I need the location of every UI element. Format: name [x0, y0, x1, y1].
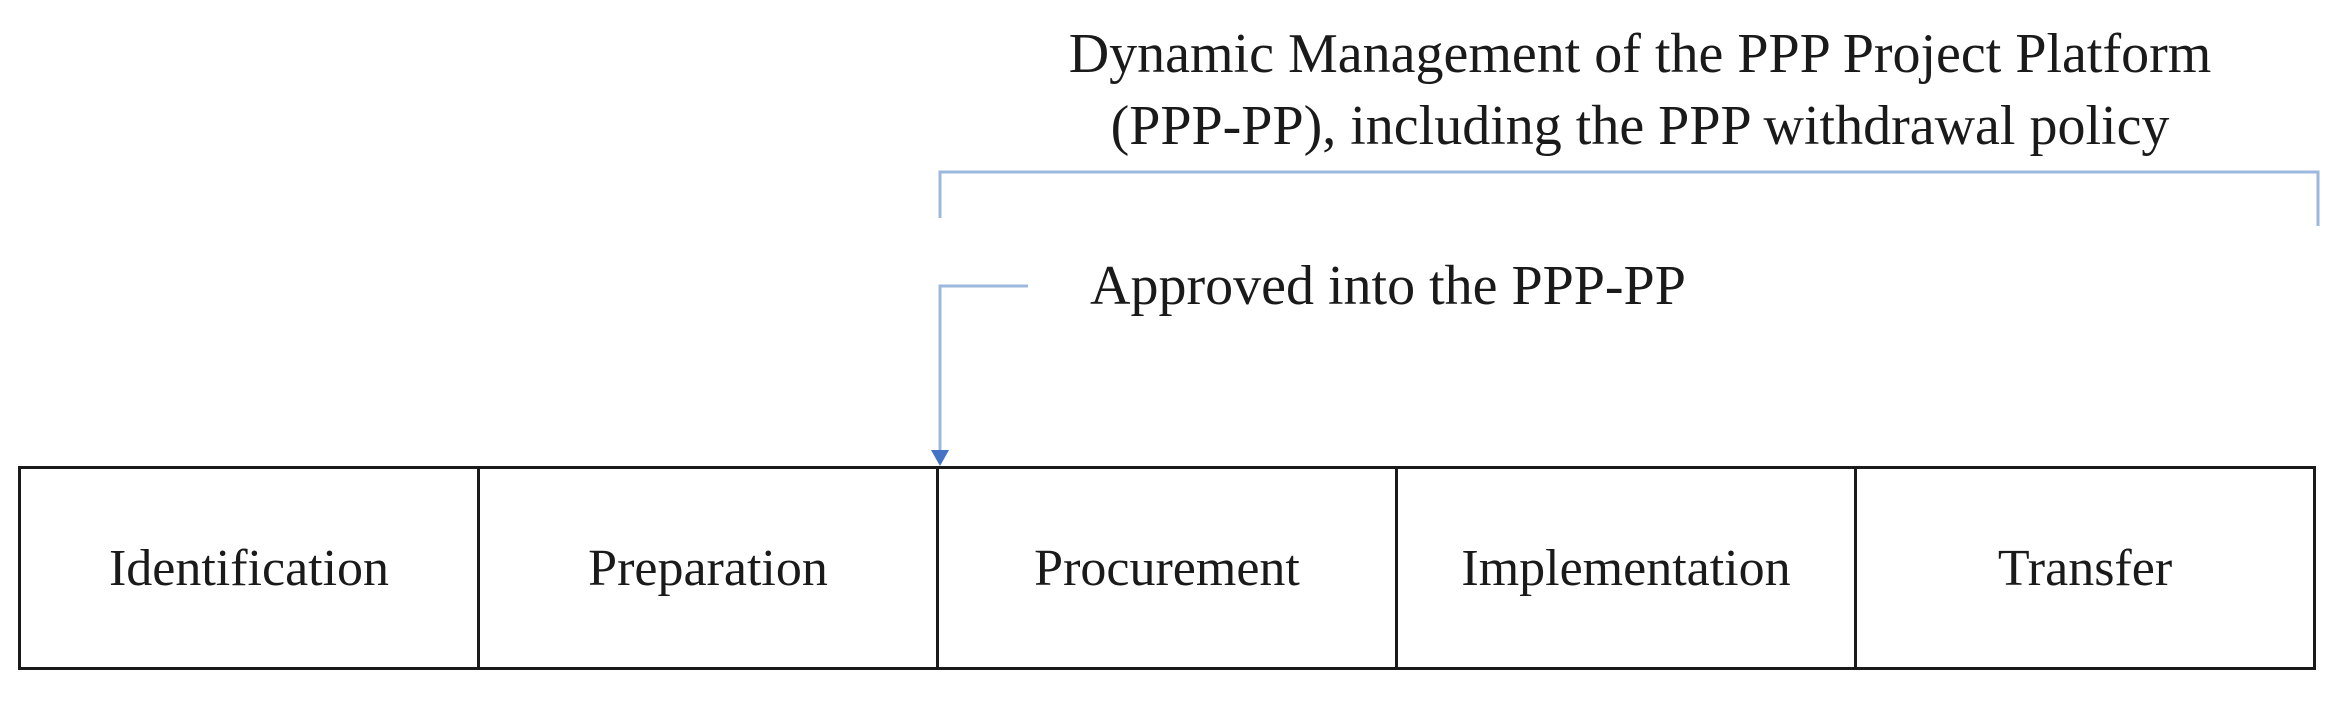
stage-preparation: Preparation: [480, 469, 939, 667]
platform-label-line-2: (PPP-PP), including the PPP withdrawal p…: [1110, 95, 2170, 157]
stage-procurement: Procurement: [939, 469, 1398, 667]
stage-transfer: Transfer: [1997, 539, 2173, 597]
approved-label: Approved into the PPP-PP: [1090, 255, 1686, 317]
platform-label-line-1: Dynamic Management of the PPP Project Pl…: [1068, 23, 2212, 85]
stage-identification: Identification: [21, 469, 480, 667]
platform-management-label: Dynamic Management of the PPP Project Pl…: [940, 18, 2339, 162]
stage-implementation: Implementation: [1398, 469, 1857, 667]
approval-arrow-line: [938, 284, 1028, 452]
platform-bracket: [938, 170, 2320, 226]
approval-arrow-head: [931, 450, 949, 466]
stage-sequence: Identification Preparation Procurement I…: [18, 466, 2316, 670]
